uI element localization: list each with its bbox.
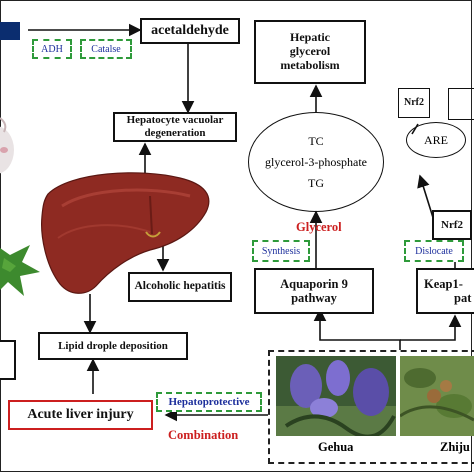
zhiju-fruit-icon <box>400 356 474 436</box>
are-ellipse: ARE <box>406 122 466 158</box>
aquaporin-line-1: Aquaporin 9 <box>280 276 348 291</box>
aquaporin-9-pathway-box: Aquaporin 9 pathway <box>254 268 374 314</box>
zhiju-label: Zhiju <box>440 440 470 454</box>
lipid-deposition-box: Lipid drople deposition <box>38 332 188 360</box>
glycerol-3-phosphate-label: glycerol-3-phosphate <box>265 154 367 169</box>
herbs-to-aquaporin-arrow <box>313 308 401 350</box>
tg-label: TG <box>308 175 324 190</box>
lipid-deposition-label: Lipid drople deposition <box>58 339 168 352</box>
keap1-pathway-box: Keap1- pat <box>416 268 474 314</box>
keap1-line-2: pat <box>454 291 472 305</box>
acute-liver-injury-label: Acute liver injury <box>27 406 134 422</box>
keap1-line-1: Keap1- <box>424 276 463 291</box>
nrf2-top-label: Nrf2 <box>404 97 424 109</box>
adh-label: ADH <box>41 43 63 55</box>
synthesis-box: Synthesis <box>252 240 310 262</box>
vacuolar-degeneration-box: Hepatocyte vacuolar degeneration <box>113 112 237 142</box>
right-partial-box <box>448 88 474 120</box>
dislocate-label: Dislocate <box>415 245 453 257</box>
hepatic-line-1: Hepatic <box>290 30 330 45</box>
hepatic-line-3: metabolism <box>280 57 340 72</box>
acute-liver-injury-box: Acute liver injury <box>8 400 153 430</box>
gehua-label: Gehua <box>318 440 354 454</box>
hepatoprotective-label: Hepatoprotective <box>168 396 250 408</box>
herbs-to-keap-arrow <box>400 314 462 341</box>
left-partial-box <box>0 340 16 380</box>
zhiju-photo <box>400 356 474 436</box>
nrf2-mid-label: Nrf2 <box>441 218 463 231</box>
glycerol-label: Glycerol <box>296 220 342 234</box>
dislocate-box: Dislocate <box>404 240 464 262</box>
herb-photos-panel <box>268 350 474 464</box>
aquaporin-line-2: pathway <box>291 291 337 305</box>
combination-label: Combination <box>168 428 239 442</box>
vacuolar-degeneration-label: Hepatocyte vacuolar degeneration <box>126 114 224 139</box>
hepatoprotective-box: Hepatoprotective <box>156 392 262 412</box>
catalase-label: Catalse <box>91 43 121 55</box>
hepatic-glycerol-metabolism-box: Hepatic glycerol metabolism <box>254 20 366 84</box>
nrf2-top-box: Nrf2 <box>398 88 430 118</box>
nrf2-mid-box: Nrf2 <box>432 210 472 240</box>
gehua-flower-icon <box>276 356 396 436</box>
are-label: ARE <box>424 132 448 147</box>
hepatic-line-2: glycerol <box>289 44 331 59</box>
acetaldehyde-box: acetaldehyde <box>140 18 240 44</box>
alcoholic-hepatitis-box: Alcoholic hepatitis <box>128 272 232 302</box>
metabolite-ellipse: TC glycerol-3-phosphate TG <box>248 112 384 212</box>
ethanol-box <box>0 22 20 40</box>
tc-label: TC <box>308 133 324 148</box>
acetaldehyde-label: acetaldehyde <box>151 22 229 38</box>
catalase-enzyme-box: Catalse <box>80 39 132 59</box>
synthesis-label: Synthesis <box>261 245 301 257</box>
alcoholic-hepatitis-label: Alcoholic hepatitis <box>134 280 226 293</box>
adh-enzyme-box: ADH <box>32 39 72 59</box>
gehua-photo <box>276 356 396 436</box>
